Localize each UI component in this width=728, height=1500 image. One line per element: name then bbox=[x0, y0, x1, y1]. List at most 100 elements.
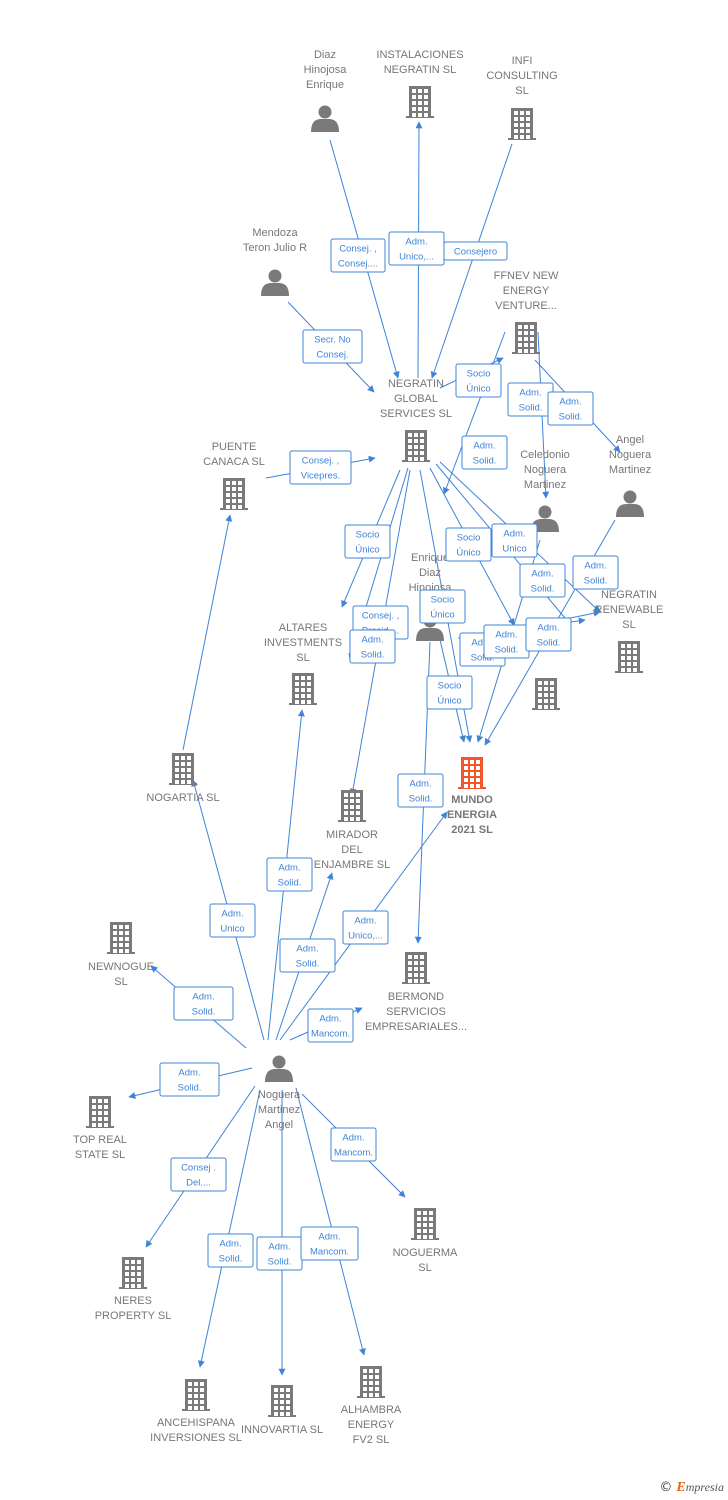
building-icon bbox=[508, 108, 536, 140]
node-label-line: SL bbox=[296, 652, 309, 664]
node-label-line: FV2 SL bbox=[353, 1434, 390, 1446]
node-innovartia[interactable]: INNOVARTIA SL bbox=[241, 1385, 323, 1436]
node-label-line: SL bbox=[114, 976, 127, 988]
node-label-line: Hinojosa bbox=[304, 64, 348, 76]
relation-text: Solid. bbox=[519, 403, 543, 414]
relation-text: Mancom. bbox=[310, 1247, 349, 1258]
relation-label-r30[interactable]: Adm.Solid. bbox=[159, 1062, 220, 1097]
node-label-line: STATE SL bbox=[75, 1149, 125, 1161]
relation-text: Adm. bbox=[178, 1068, 200, 1079]
relation-text: Adm. bbox=[519, 388, 541, 399]
relation-label-r6[interactable]: Adm. Solid. bbox=[507, 382, 554, 417]
node-label-line: Angel bbox=[616, 434, 644, 446]
building-icon bbox=[512, 322, 540, 354]
relation-label-r22[interactable]: Adm.Solid. bbox=[397, 773, 444, 808]
building-icon bbox=[107, 922, 135, 954]
relation-label-r29[interactable]: Adm.Mancom. bbox=[330, 1127, 377, 1162]
relation-label-r8[interactable]: Consej. ,Vicepres. bbox=[289, 450, 352, 485]
relation-label-r31[interactable]: Consej .Del.... bbox=[170, 1157, 227, 1192]
node-label-line: GLOBAL bbox=[394, 393, 438, 405]
relation-label-r26[interactable]: Adm.Unico bbox=[209, 903, 256, 938]
relation-box bbox=[525, 617, 572, 652]
relation-label-r24[interactable]: Adm.Solid. bbox=[279, 938, 336, 973]
relation-label-r19[interactable]: Adm.Solid. bbox=[483, 624, 530, 659]
node-label-line: SERVICES SL bbox=[380, 408, 452, 420]
relation-label-r32[interactable]: Adm.Solid. bbox=[207, 1233, 254, 1268]
relation-text: Solid. bbox=[495, 645, 519, 656]
relation-box bbox=[344, 524, 391, 559]
relation-label-r34[interactable]: Adm.Mancom. bbox=[300, 1226, 359, 1261]
relation-label-r12[interactable]: Adm.Unico bbox=[491, 523, 538, 558]
relation-label-layer: Consej. ,Consej....Adm.Unico,...Consejer… bbox=[159, 231, 619, 1271]
relation-text: Solid. bbox=[471, 653, 495, 664]
building-icon bbox=[411, 1208, 439, 1240]
relation-label-r1[interactable]: Consej. ,Consej.... bbox=[330, 238, 386, 273]
relation-label-r14[interactable]: Adm.Solid. bbox=[572, 555, 619, 590]
relation-box bbox=[342, 910, 389, 945]
node-label-line: Noguera bbox=[524, 464, 567, 476]
node-label-line: ANCEHISPANA bbox=[157, 1417, 236, 1429]
relation-text: Consej.... bbox=[338, 259, 378, 270]
relation-label-r25[interactable]: Adm.Unico,... bbox=[342, 910, 389, 945]
building-icon bbox=[406, 86, 434, 118]
relation-label-r23[interactable]: Adm.Solid. bbox=[266, 857, 313, 892]
relation-label-r20[interactable]: Adm.Solid. bbox=[525, 617, 572, 652]
relation-label-r7[interactable]: Adm.Solid. bbox=[547, 391, 594, 426]
relation-label-r16[interactable]: Adm.Solid. bbox=[349, 629, 396, 664]
building-icon bbox=[532, 678, 560, 710]
relation-label-r13[interactable]: Adm.Solid. bbox=[519, 563, 566, 598]
building-icon bbox=[169, 753, 197, 785]
node-label-line: MUNDO bbox=[451, 794, 493, 806]
relation-label-r33[interactable]: Adm.Solid. bbox=[256, 1236, 303, 1271]
relation-label-r3[interactable]: Consejero bbox=[443, 241, 508, 261]
relation-label-r28[interactable]: Adm.Solid. bbox=[173, 986, 234, 1021]
relation-label-r27[interactable]: Adm.Mancom. bbox=[307, 1008, 354, 1043]
node-label-line: EMPRESARIALES... bbox=[365, 1021, 467, 1033]
node-nogartia[interactable]: NOGARTIA SL bbox=[146, 753, 220, 804]
relation-text: Mancom. bbox=[334, 1148, 373, 1159]
relation-label-r9[interactable]: Adm.Solid. bbox=[461, 435, 508, 470]
person-icon bbox=[311, 105, 339, 132]
copyright-symbol: © bbox=[659, 1480, 673, 1495]
relation-text: Vicepres. bbox=[301, 471, 340, 482]
relation-label-r2[interactable]: Adm.Unico,... bbox=[388, 231, 445, 266]
relation-box bbox=[426, 675, 473, 710]
relation-text: Adm. bbox=[531, 569, 553, 580]
relation-edge bbox=[197, 1089, 261, 1368]
empresia-brand[interactable]: ©Empresia bbox=[659, 1480, 724, 1496]
relation-box bbox=[443, 241, 508, 261]
relation-text: Socio bbox=[438, 681, 462, 692]
